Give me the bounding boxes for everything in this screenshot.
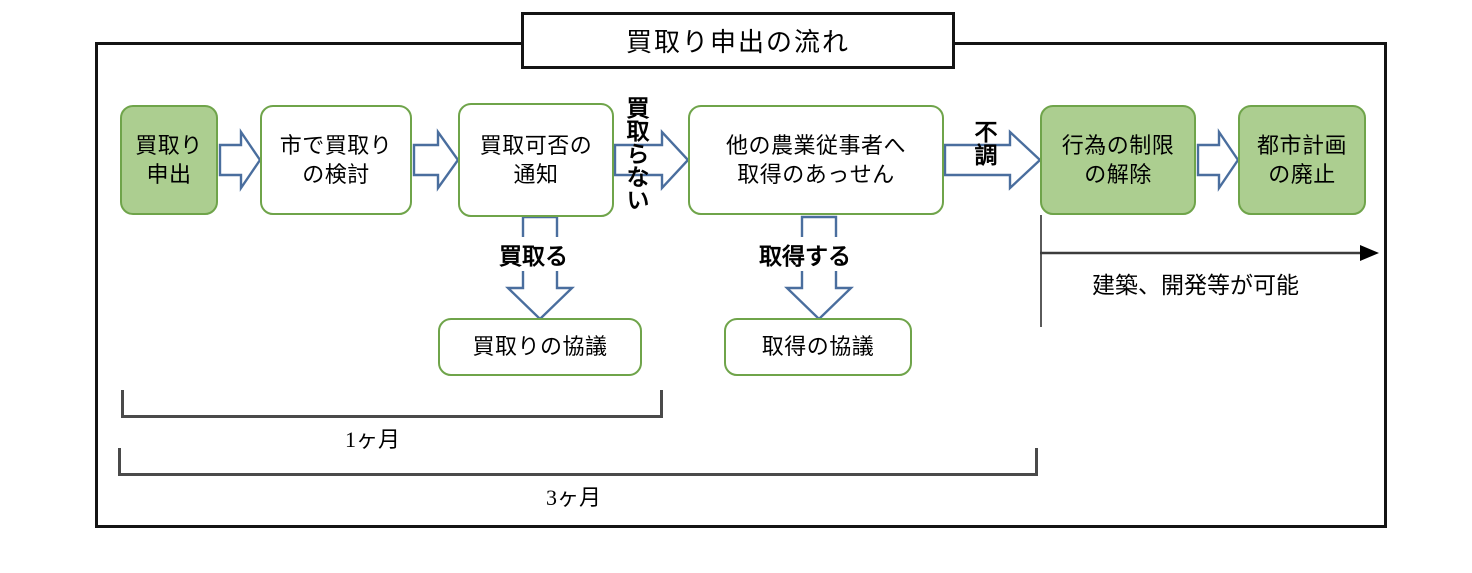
box-abolish-plan[interactable]: 都市計画 の廃止 (1238, 105, 1366, 215)
box-lift-restriction[interactable]: 行為の制限 の解除 (1040, 105, 1196, 215)
outcome-vertical-rule (1040, 215, 1042, 327)
box-apply[interactable]: 買取り 申出 (120, 105, 218, 215)
box-acquire-negotiation[interactable]: 取得の協議 (724, 318, 912, 376)
bracket-one-month-label: 1ヶ月 (345, 427, 401, 452)
outcome-arrow (1040, 243, 1380, 263)
box-notice-label: 買取可否の 通知 (479, 132, 593, 187)
box-purchase-negotiation[interactable]: 買取りの協議 (438, 318, 642, 376)
bracket-three-month-label: 3ヶ月 (546, 485, 602, 510)
outcome-label: 建築、開発等が可能 (1092, 272, 1299, 298)
diagram-title-plate: 買取り申出の流れ (521, 12, 955, 69)
arrow-apply-to-city-review (218, 128, 262, 192)
box-city-review-label: 市で買取り の検討 (279, 132, 393, 187)
box-apply-label: 買取り 申出 (135, 132, 203, 187)
arrow-lift-restriction-to-abolish-plan (1196, 128, 1240, 192)
bracket-one-month (121, 390, 663, 418)
edge-label-purchase: 買取る (497, 237, 570, 271)
box-city-review[interactable]: 市で買取り の検討 (260, 105, 412, 215)
box-mediation[interactable]: 他の農業従事者へ 取得のあっせん (688, 105, 944, 215)
diagram-title: 買取り申出の流れ (625, 27, 850, 57)
box-mediation-label: 他の農業従事者へ 取得のあっせん (725, 132, 906, 187)
arrow-city-review-to-notice (412, 128, 460, 192)
box-acquire-negotiation-label: 取得の協議 (761, 334, 875, 360)
box-purchase-negotiation-label: 買取りの協議 (472, 334, 608, 360)
arrow-notice-to-mediation (613, 128, 690, 192)
edge-label-failed: 不調 (971, 120, 997, 166)
edge-label-acquire: 取得する (757, 237, 853, 271)
edge-label-not-purchase: 買取らない (623, 96, 649, 211)
box-notice[interactable]: 買取可否の 通知 (458, 103, 614, 217)
box-abolish-plan-label: 都市計画 の廃止 (1256, 132, 1347, 187)
arrow-mediation-to-lift-restriction (943, 129, 1042, 191)
bracket-three-month (118, 448, 1038, 476)
box-lift-restriction-label: 行為の制限 の解除 (1061, 132, 1175, 187)
